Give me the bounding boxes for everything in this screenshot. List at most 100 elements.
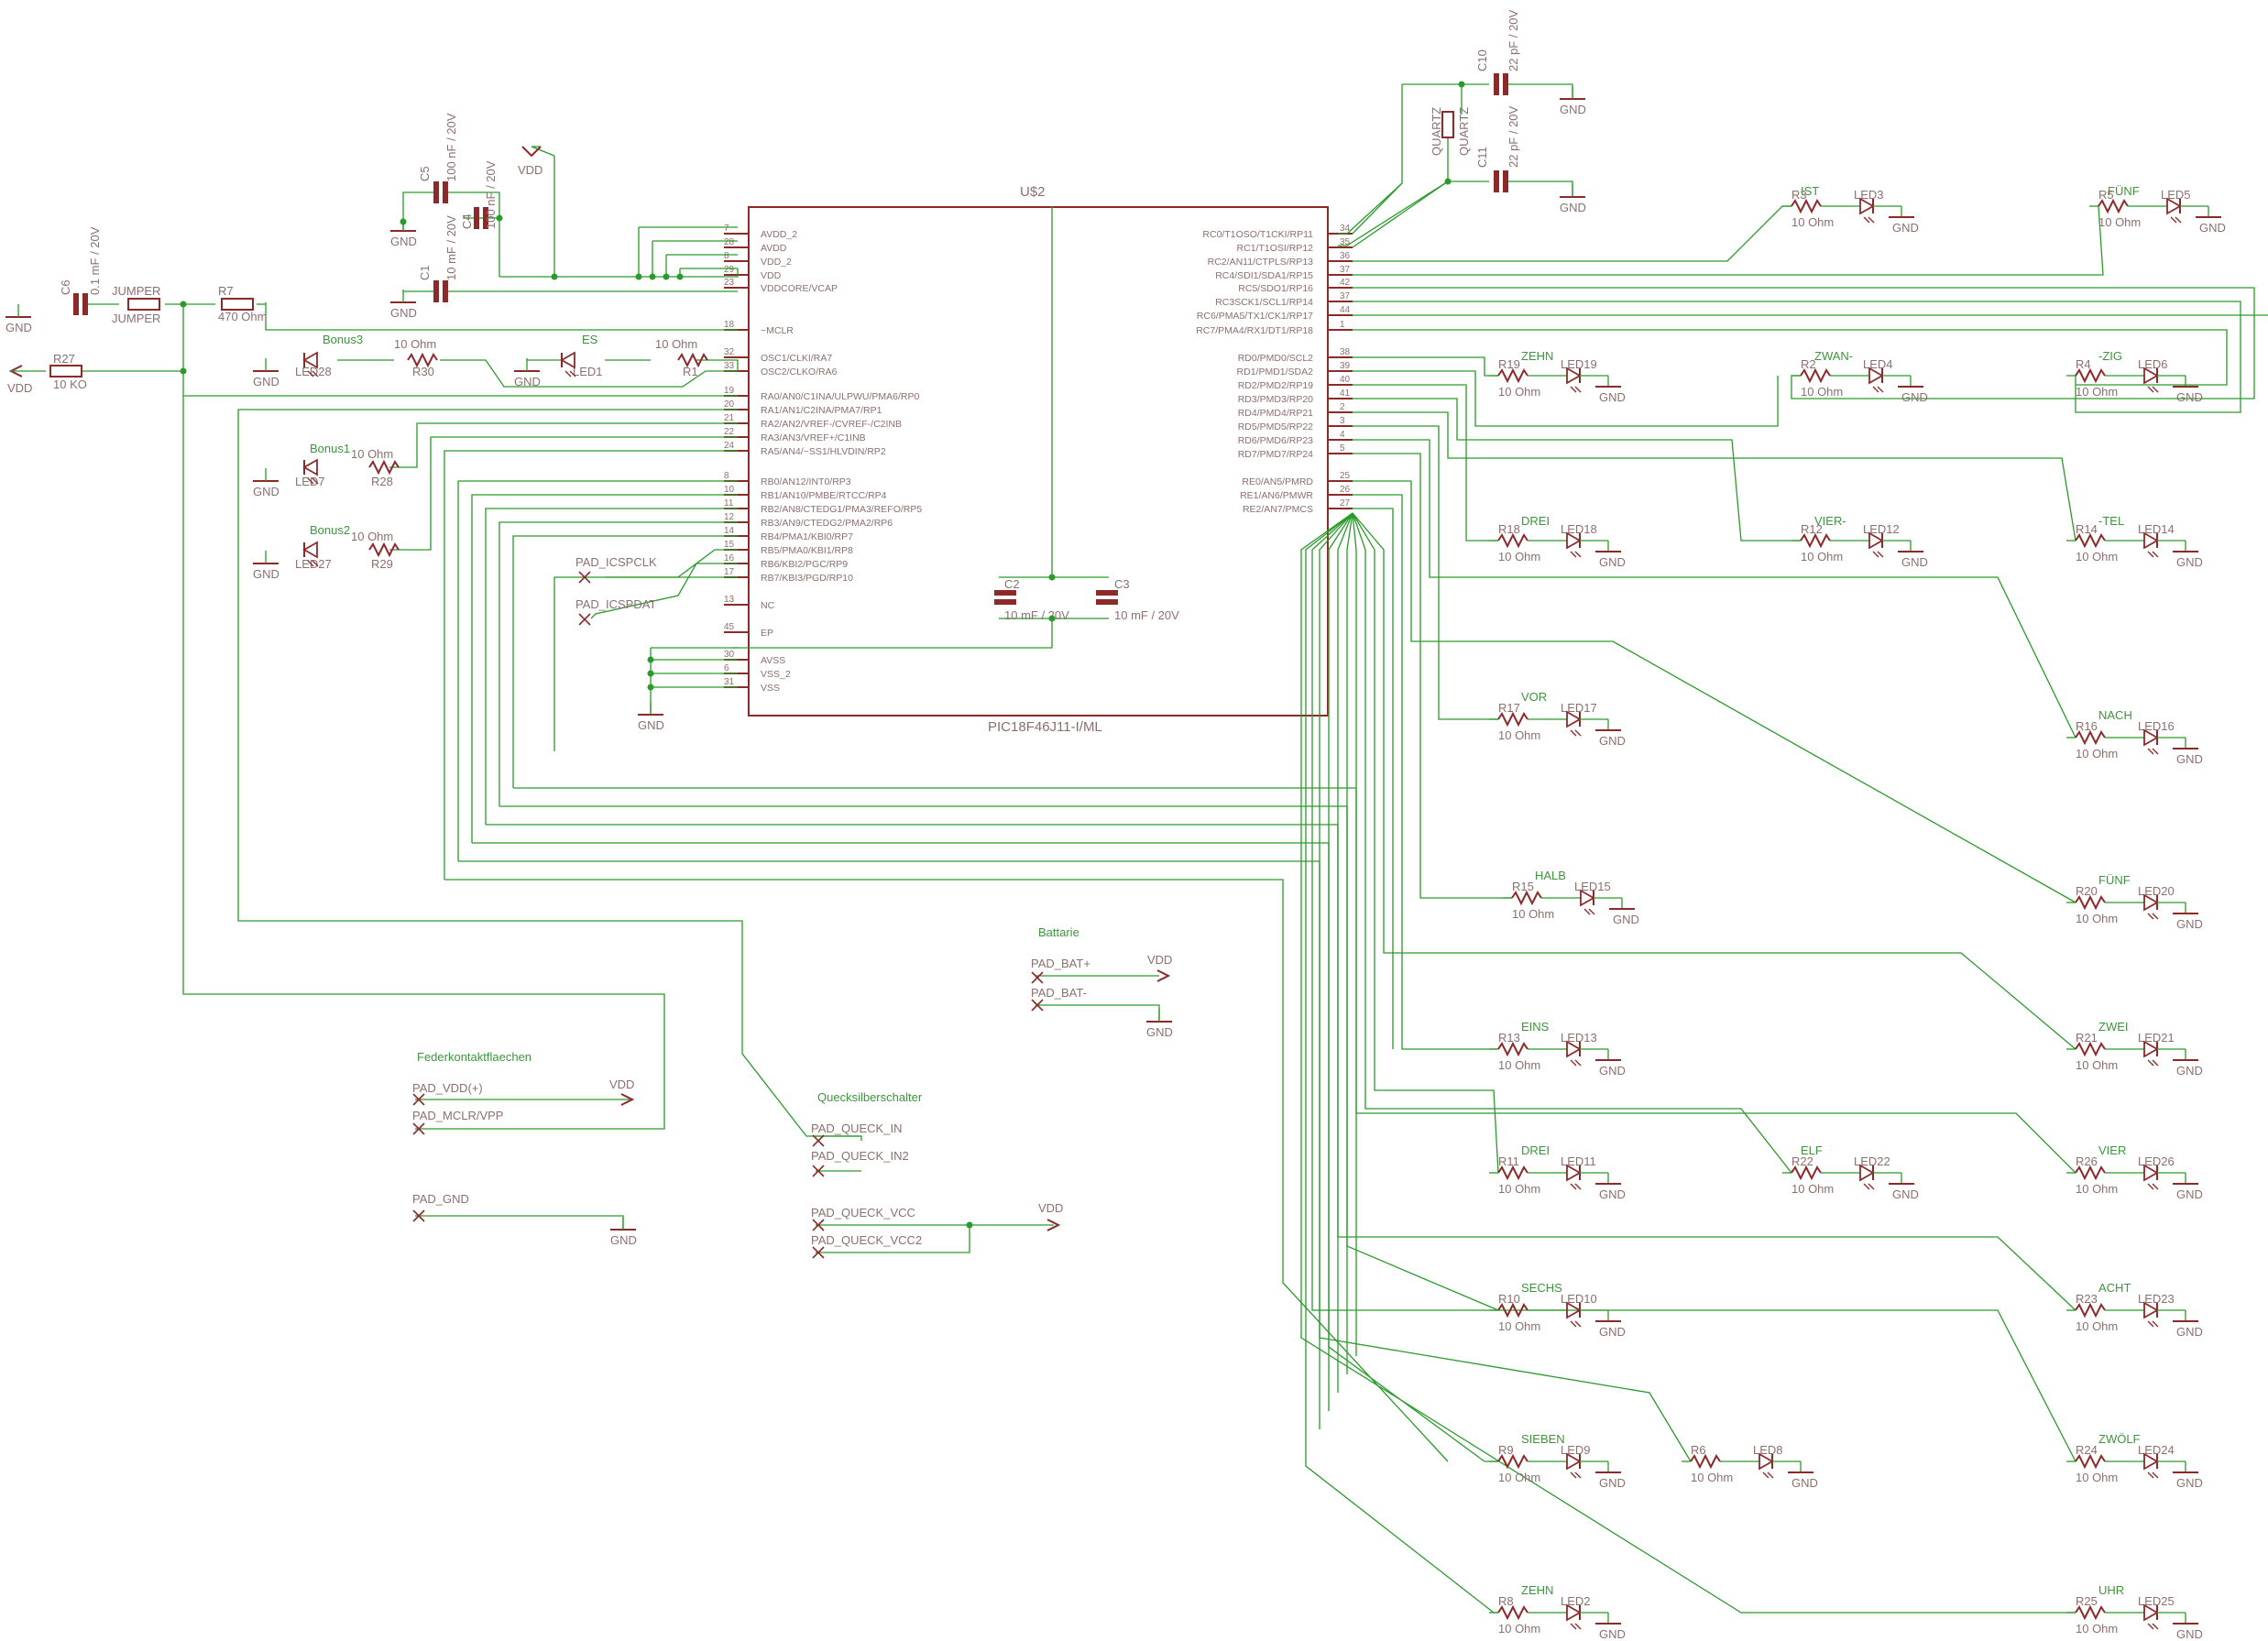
led-res-ref: R26	[2076, 1154, 2098, 1168]
fanout-wire	[1353, 329, 2228, 386]
chip-left-pin-name: RA5/AN4/~SS1/HLVDIN/RP2	[761, 446, 886, 457]
chip-left-pin-name: RB2/AN8/CTEDG1/PMA3/REFO/RP5	[761, 504, 922, 515]
chip-right-pin-num: 5	[1340, 443, 1345, 454]
chip-left-pin-num: 20	[724, 399, 735, 410]
resistor-zigzag	[1497, 711, 1528, 728]
chip-right-pin-num: 42	[1340, 278, 1351, 288]
led-word: ZEHN	[1521, 349, 1553, 363]
led-word: ELF	[1801, 1143, 1823, 1157]
chip-left-pin-num: 30	[724, 650, 735, 660]
resistor-zigzag	[368, 542, 400, 558]
ref-r7: R7	[218, 284, 234, 298]
chip-body	[748, 206, 1329, 717]
led-res-ref: R5	[2098, 188, 2114, 202]
led-res-val: 10 Ohm	[1498, 1622, 1540, 1636]
led-ref: LED16	[2138, 719, 2175, 733]
ref-r1: R1	[683, 365, 698, 378]
val-c1: 10 mF / 20V	[444, 215, 458, 280]
led-res-ref: R12	[1801, 522, 1823, 536]
led-ref: LED3	[1854, 188, 1884, 202]
led-res-val: 10 Ohm	[2076, 385, 2118, 399]
resistor-zigzag	[1511, 890, 1542, 906]
led-ref: LED26	[2138, 1154, 2175, 1168]
chip-left-pin-num: 19	[724, 386, 735, 396]
part-labels: C10 22 pF / 20V C11 22 pF / 20V QUARTZ Q…	[7, 9, 1520, 622]
led-symbol	[1868, 366, 1884, 385]
fanout-wire	[1353, 205, 1791, 262]
led-ref: LED20	[2138, 884, 2175, 898]
chip-left-pin-num: 14	[724, 526, 735, 536]
fanout-wire	[1352, 512, 1792, 1174]
ref-r29: R29	[371, 557, 393, 571]
chip-left-pin-num: 8	[724, 471, 729, 481]
resistor-zigzag	[1497, 1165, 1528, 1181]
fanout-wire	[1328, 512, 1498, 1462]
led-res-val: 10 Ohm	[1791, 215, 1834, 229]
fanout-wire	[1353, 205, 2104, 276]
resistor-zigzag	[1800, 532, 1831, 549]
chip-right-pin-num: 44	[1340, 305, 1351, 315]
chip-right-pin-name: RD2/PMD2/RP19	[1238, 380, 1313, 391]
fanout-wire	[1353, 356, 1498, 377]
vdd-arrow	[620, 1093, 635, 1106]
gnd-label: GND	[390, 306, 417, 320]
led-res-val: 10 Ohm	[2076, 1182, 2118, 1196]
led-res-val: 10 Ohm	[1512, 907, 1554, 921]
fanout-wire	[1352, 182, 1403, 235]
led-res-val: 10 Ohm	[1791, 1182, 1834, 1196]
queck-vdd: VDD	[1038, 1201, 1063, 1215]
val-c4: 100 nF / 20V	[484, 160, 498, 229]
gnd-label: GND	[1901, 555, 1928, 569]
gnd-label: GND	[1892, 221, 1919, 235]
fed-title: Federkontaktflaechen	[417, 1050, 531, 1064]
pads: PAD_ICSPCLK PAD_ICSPDAT Battarie PAD_BAT…	[412, 555, 1172, 1259]
gnd-label: GND	[1599, 1064, 1626, 1078]
led-word: VIER	[2098, 1143, 2126, 1157]
led-ref: LED23	[2138, 1292, 2175, 1306]
fanout-wire	[1300, 512, 2076, 1614]
fanout-wire	[499, 805, 1348, 1374]
chip-left-pin-num: 22	[724, 427, 735, 437]
led-word: DREI	[1521, 514, 1550, 528]
led-res-val: 10 Ohm	[1498, 1058, 1540, 1072]
led-res-ref: R17	[1498, 701, 1520, 715]
led-ref: LED13	[1561, 1031, 1597, 1045]
junction-dot	[1048, 574, 1056, 581]
chip-right-pin-num: 40	[1340, 375, 1351, 385]
pad-queck-vcc: PAD_QUECK_VCC	[811, 1206, 915, 1220]
chip-right-pin-name: RC5/SDO1/RP16	[1238, 283, 1313, 294]
fanout-wire	[1352, 512, 2076, 1050]
ref-r30: R30	[412, 365, 434, 378]
resistor-zigzag	[1497, 1453, 1528, 1470]
led-word: DREI	[1521, 1143, 1550, 1157]
chip-left-pin-name: AVSS	[761, 655, 785, 666]
val-c3: 10 mF / 20V	[1114, 608, 1179, 622]
gnd-label: GND	[1599, 1325, 1626, 1339]
led-symbol	[1859, 1164, 1875, 1182]
chip-left-pin-num: 31	[724, 677, 735, 687]
led-res-ref: R24	[2076, 1443, 2098, 1457]
led-res-ref: R20	[2076, 884, 2098, 898]
chip-left-pin-num: 24	[724, 441, 735, 451]
chip-left-pin-num: 11	[724, 498, 734, 509]
resistor-zigzag	[2098, 198, 2129, 214]
chip-right-pin-name: RE0/AN5/PMRD	[1242, 476, 1313, 487]
pad-queck-vcc2: PAD_QUECK_VCC2	[811, 1233, 922, 1247]
chip-left-pin-name: RB3/AN9/CTEDG2/PMA2/RP6	[761, 518, 893, 529]
chip-left-pin-name: RB0/AN12/INT0/RP3	[761, 476, 851, 487]
qs-title: Quecksilberschalter	[817, 1090, 923, 1104]
resistor-zigzag	[2075, 1302, 2106, 1318]
led-res-ref: R14	[2076, 522, 2098, 536]
ref-r28: R28	[371, 475, 393, 488]
val-c2: 10 mF / 20V	[1004, 608, 1069, 622]
gnd-label: GND	[253, 567, 279, 581]
junction-dot	[180, 301, 187, 308]
